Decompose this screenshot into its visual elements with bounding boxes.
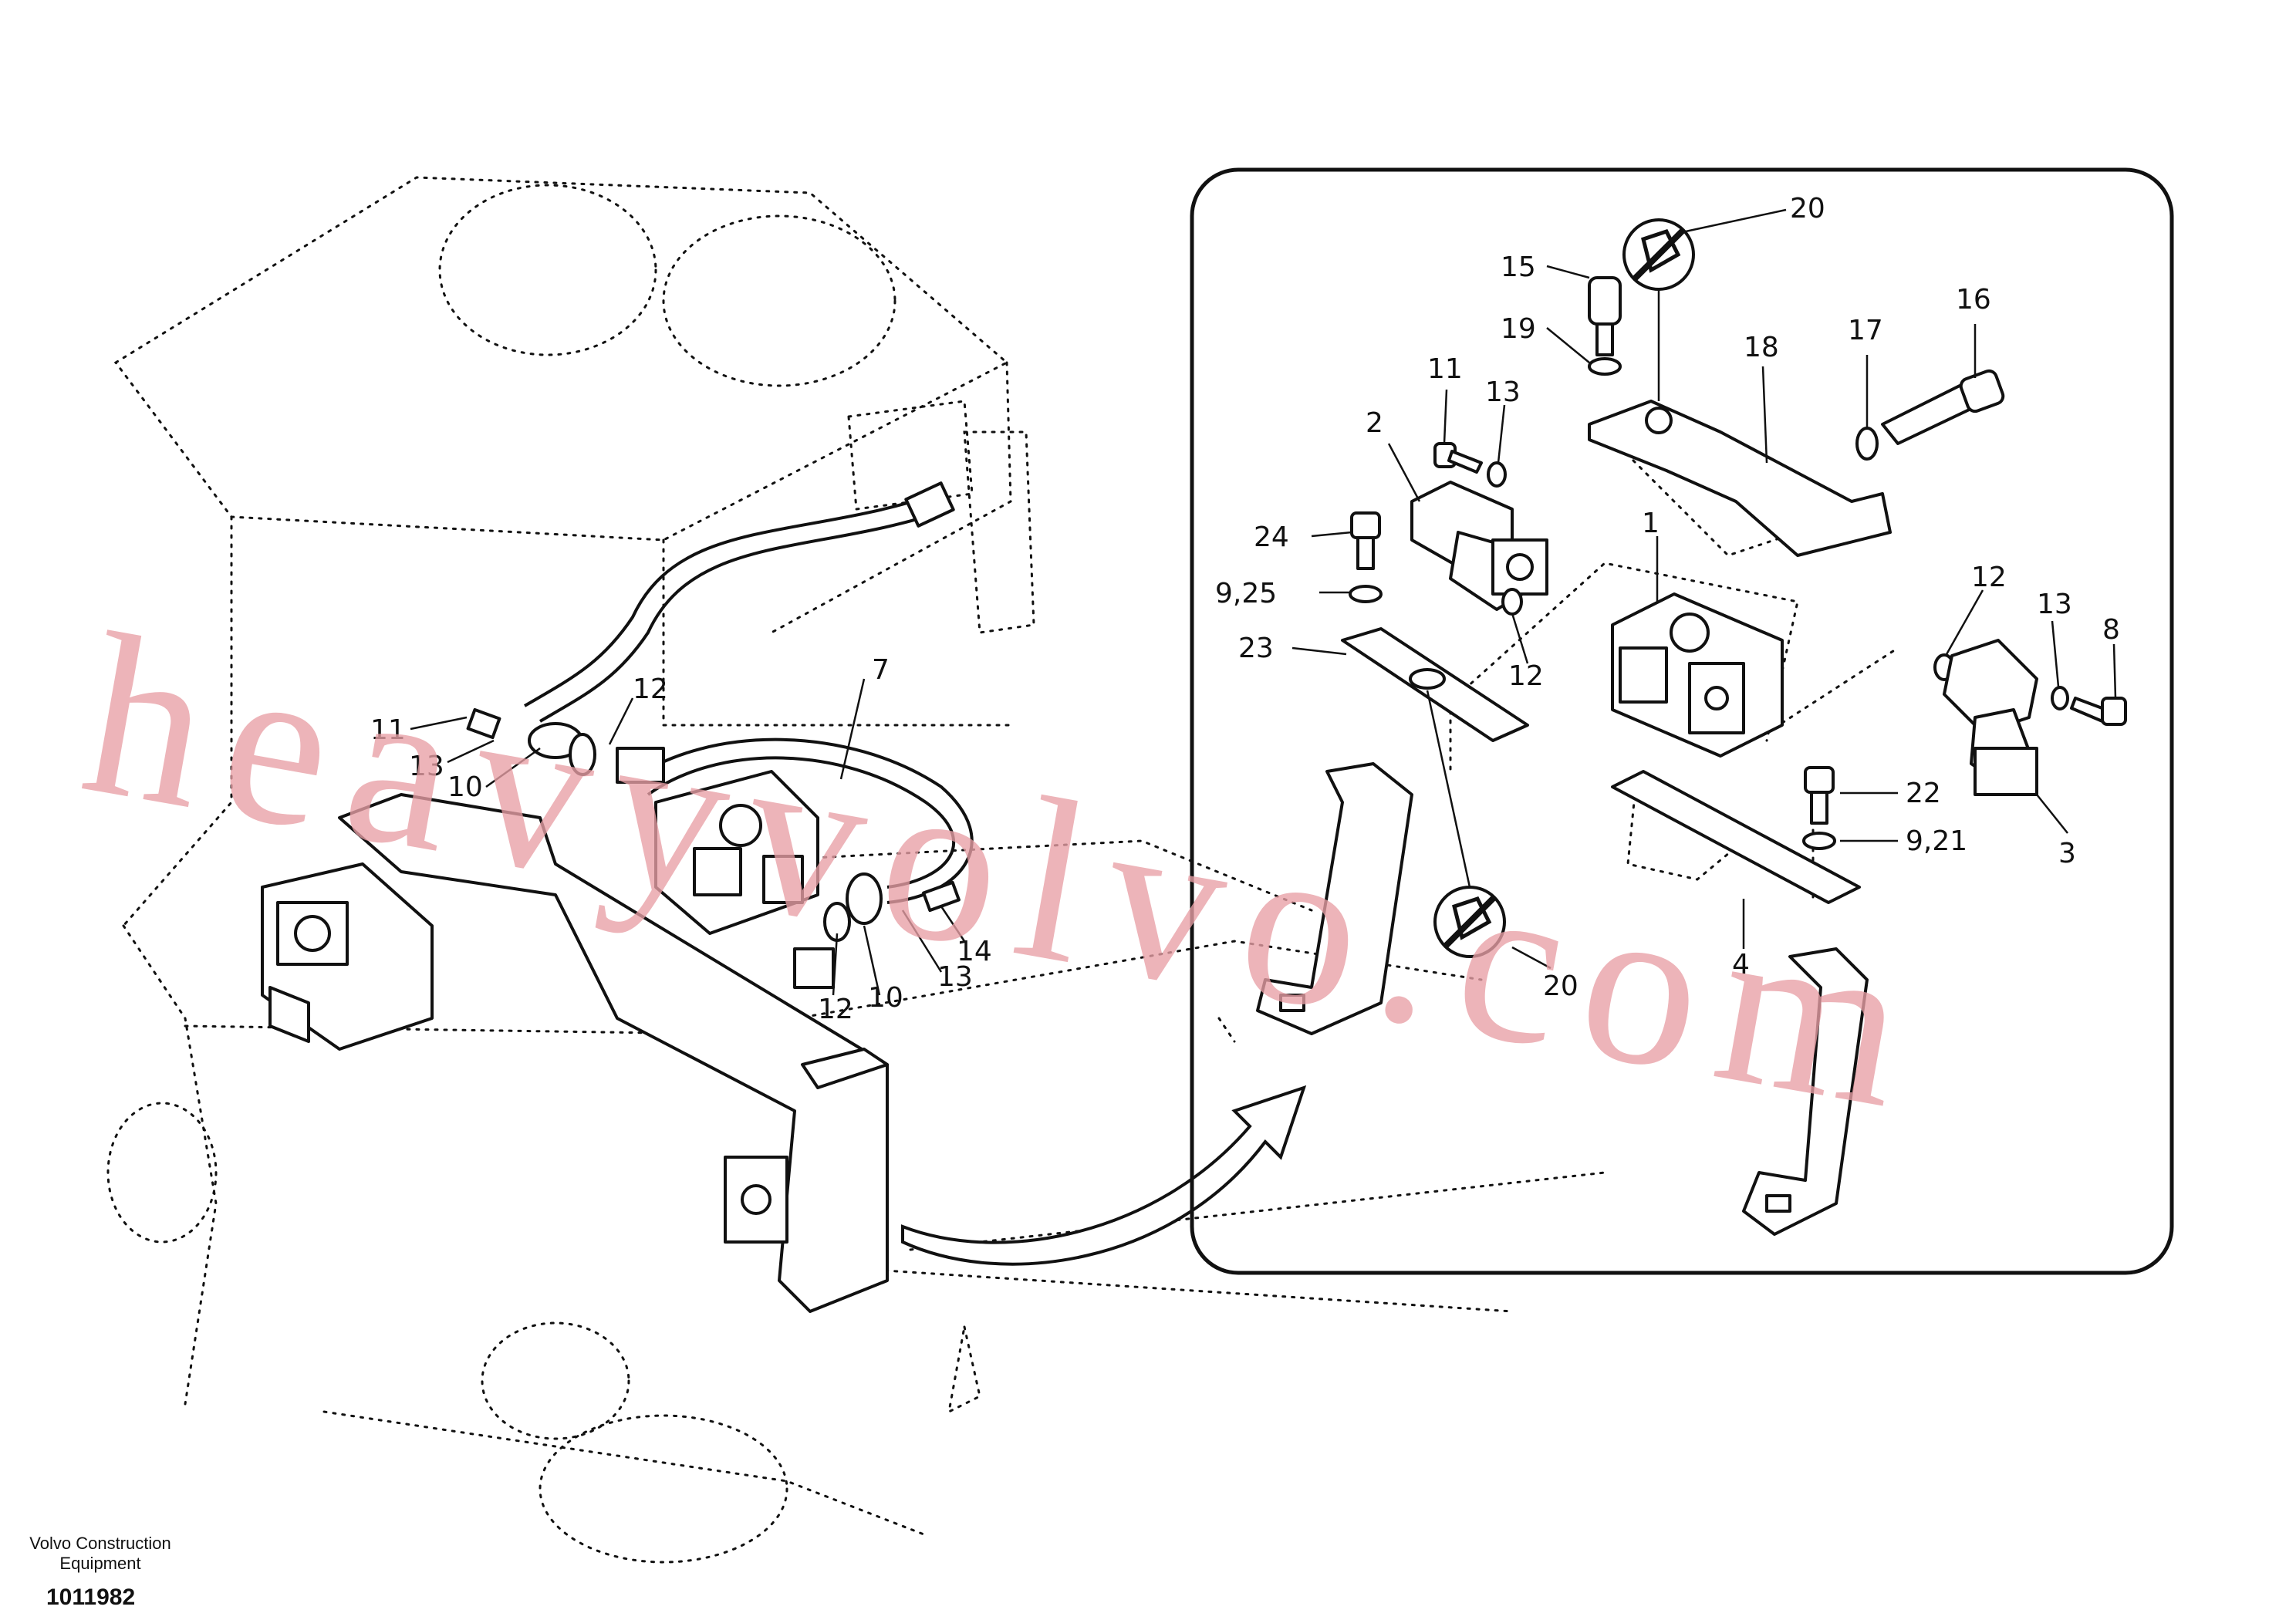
callout-label: 15 [1501,251,1536,283]
callout-label: 7 [872,654,890,686]
callout-label: 4 [1732,949,1750,980]
callout-label: 23 [1238,633,1274,664]
callout-label: 12 [633,673,668,705]
callout-label: 20 [1790,193,1825,224]
not-shown-icon [1622,218,1695,401]
callout-label: 19 [1501,313,1536,345]
callout-label: 12 [1971,562,2007,593]
machine-context [106,176,1606,1564]
not-shown-icon [1426,690,1506,958]
callout-label: 10 [868,982,903,1014]
detail-panel [1190,167,2174,1275]
callout-label: 22 [1906,778,1941,809]
callout-label: 17 [1848,315,1883,346]
right-callouts: 20 15 19 11 13 2 16 17 18 24 9,25 1 23 1… [1215,193,2120,1002]
callout-label: 12 [1508,660,1544,692]
callout-label: 12 [818,994,853,1025]
callout-label: 3 [2058,838,2076,869]
callout-label: 11 [1427,353,1463,385]
company-name-line1: Volvo Construction [29,1534,171,1553]
callout-label: 16 [1956,284,1991,316]
document-id: 1011982 [46,1585,135,1610]
callout-label: 9,21 [1906,825,1967,857]
callout-label: 10 [447,771,483,803]
footer: Volvo Construction Equipment 1011982 [29,1534,171,1610]
left-callouts: 7 11 12 13 10 14 13 12 10 [370,654,992,1025]
detail-parts [1217,218,2127,1236]
callout-label: 18 [1744,332,1779,363]
left-assembly [261,481,1307,1313]
callout-label: 8 [2102,614,2120,646]
callout-label: 11 [370,714,406,746]
company-name-line2: Equipment [59,1554,140,1573]
callout-label: 13 [2037,589,2072,620]
callout-label: 20 [1543,970,1578,1002]
callout-label: 14 [957,936,992,967]
callout-label: 13 [937,961,973,993]
callout-label: 9,25 [1215,578,1277,609]
callout-label: 2 [1366,407,1383,439]
callout-label: 24 [1254,521,1289,553]
callout-label: 13 [1485,376,1521,408]
callout-label: 13 [409,751,444,782]
callout-label: 1 [1642,508,1660,539]
